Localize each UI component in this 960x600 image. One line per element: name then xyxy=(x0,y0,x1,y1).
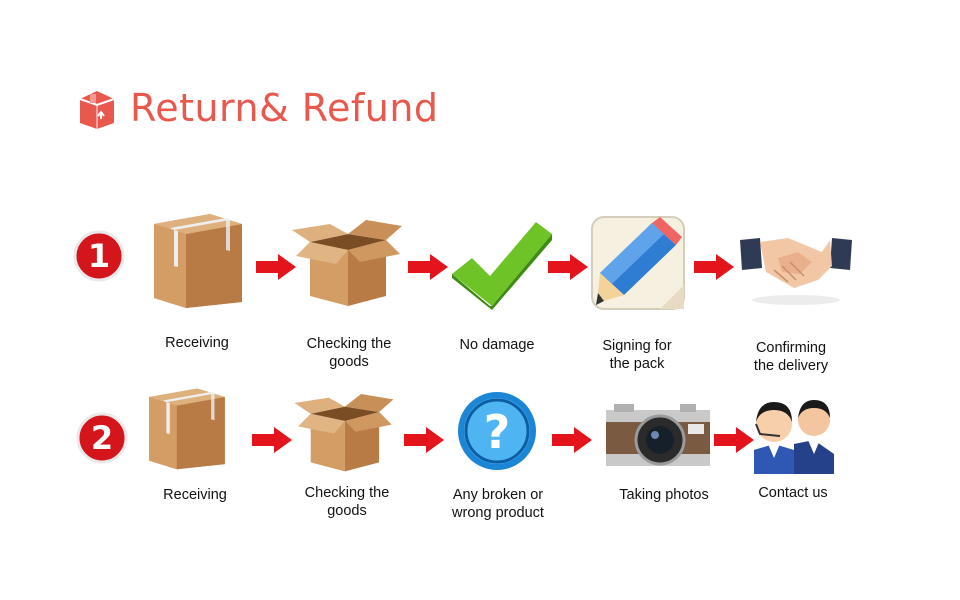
step-label: Signing for the pack xyxy=(602,338,672,372)
step-badge-2: 2 xyxy=(76,412,128,464)
handshake-icon xyxy=(740,238,852,305)
red-arrow-icon xyxy=(552,427,592,453)
step-label: No damage xyxy=(459,337,535,353)
camera-icon xyxy=(606,404,710,466)
red-arrow-icon xyxy=(694,254,734,280)
step-label: Checking the goods xyxy=(306,336,392,370)
step-label: Confirming the delivery xyxy=(753,340,829,374)
sealed-box-icon xyxy=(149,388,225,470)
svg-text:?: ? xyxy=(484,405,511,459)
open-box-icon xyxy=(294,394,394,472)
step-label: Taking photos xyxy=(619,487,709,503)
step-label: Receiving xyxy=(165,335,229,351)
step-label: Any broken or wrong product xyxy=(452,487,544,521)
red-arrow-icon xyxy=(404,427,444,453)
step-label: Checking the goods xyxy=(304,485,390,519)
red-arrow-icon xyxy=(548,254,588,280)
return-box-icon xyxy=(79,91,115,129)
sealed-box-icon xyxy=(154,214,242,308)
pencil-sign-icon xyxy=(591,216,685,310)
page-header: Return& Refund xyxy=(74,84,439,132)
red-arrow-icon xyxy=(408,254,448,280)
open-box-icon xyxy=(292,220,402,306)
green-checkmark-icon xyxy=(452,222,552,310)
red-arrow-icon xyxy=(714,427,754,453)
step-label: Receiving xyxy=(163,487,227,503)
step-badge-1: 1 xyxy=(73,230,125,282)
customer-service-icon xyxy=(754,400,834,474)
question-mark-icon: ? xyxy=(458,392,536,470)
red-arrow-icon xyxy=(252,427,292,453)
step-label: Contact us xyxy=(758,485,828,501)
page-title: Return& Refund xyxy=(130,86,439,130)
red-circle-icon xyxy=(76,412,128,464)
red-arrow-icon xyxy=(256,254,296,280)
red-circle-icon xyxy=(73,230,125,282)
